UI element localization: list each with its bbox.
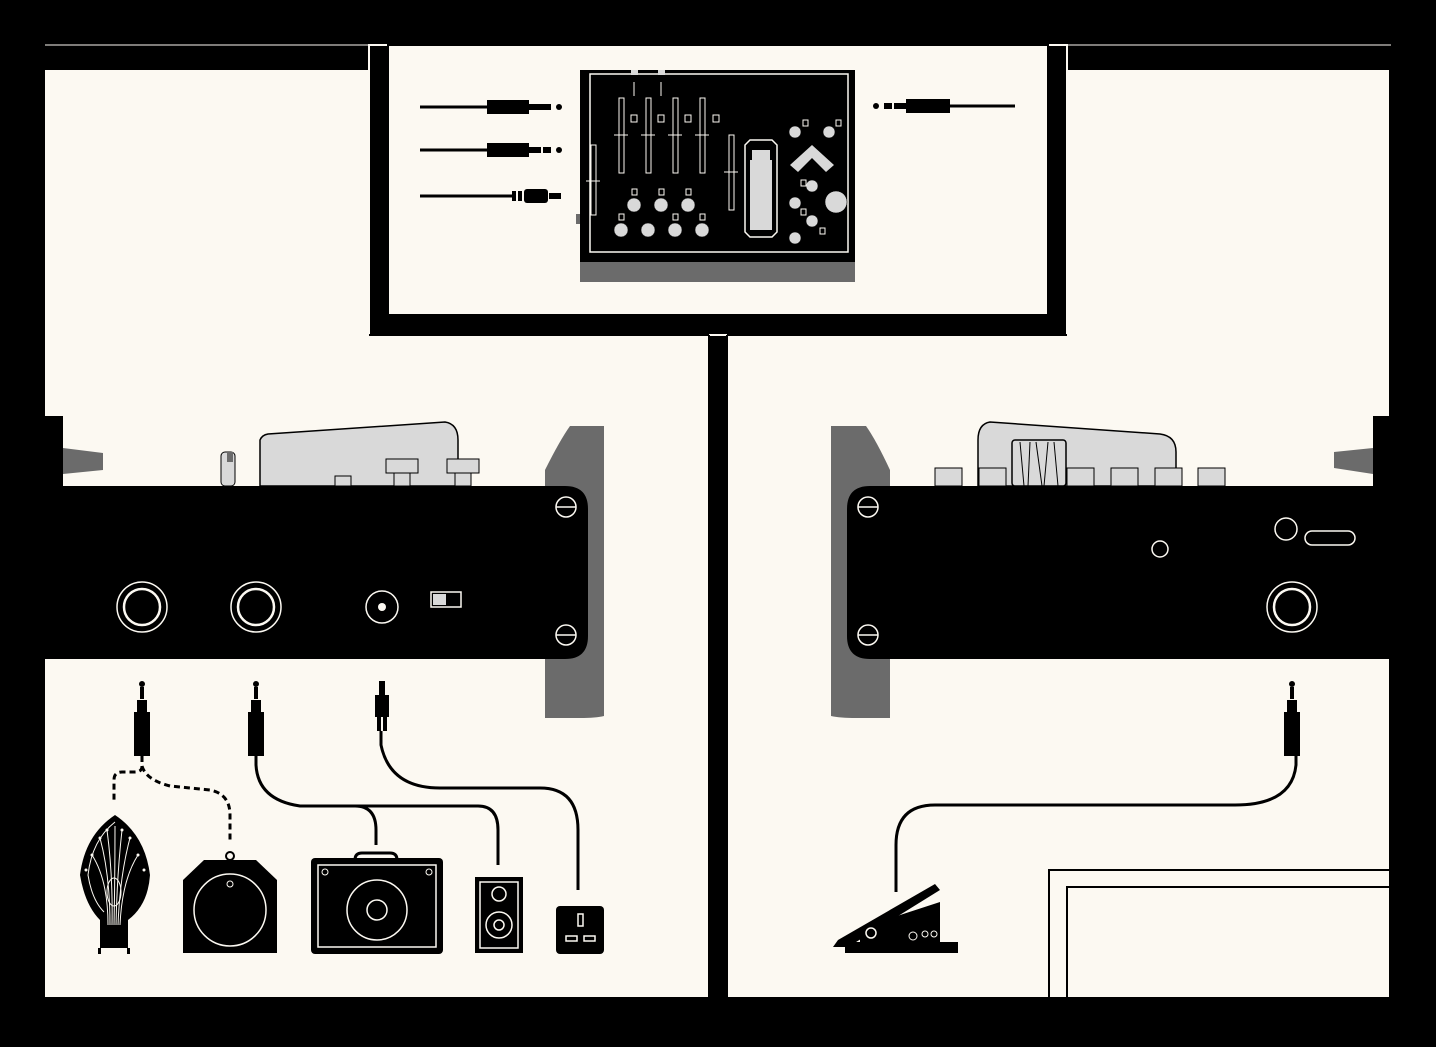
speaker-icon	[475, 877, 523, 953]
right-top-buttons	[935, 468, 1225, 486]
pickup-icon	[183, 852, 277, 953]
amplifier-icon	[311, 853, 443, 954]
wall-socket-icon	[556, 906, 604, 954]
rotary-encoder	[1012, 440, 1066, 486]
mixer-crossfader	[745, 140, 777, 237]
mixer-device	[576, 70, 855, 282]
